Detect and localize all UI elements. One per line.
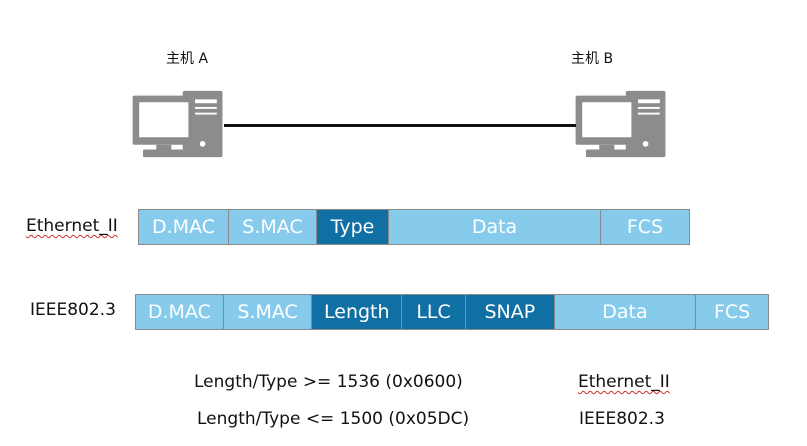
note-condition-ieee: Length/Type <= 1500 (0x05DC) [197, 409, 470, 429]
note-condition-ethernet: Length/Type >= 1536 (0x0600) [194, 372, 463, 392]
computer-b-icon [575, 90, 666, 158]
eth-field-data: Data [389, 210, 601, 244]
ieee-field-data: Data [554, 295, 697, 329]
ieee-field-smac: S.MAC [223, 295, 313, 329]
note-result-ieee: IEEE802.3 [579, 409, 665, 429]
ieee-field-llc: LLC [402, 295, 466, 329]
eth-field-type: Type [317, 210, 389, 244]
eth-field-dmac: D.MAC [139, 210, 229, 244]
ethernet-ii-frame: D.MAC S.MAC Type Data FCS [138, 209, 690, 245]
ieee-field-dmac: D.MAC [136, 295, 224, 329]
note-result-ethernet: Ethernet_II [578, 372, 670, 392]
ieee8023-frame: D.MAC S.MAC Length LLC SNAP Data FCS [135, 294, 769, 330]
ieee8023-label: IEEE802.3 [30, 300, 116, 320]
ieee-field-fcs: FCS [696, 295, 768, 329]
ieee-field-snap: SNAP [465, 295, 555, 329]
network-cable [224, 124, 576, 127]
eth-field-smac: S.MAC [229, 210, 317, 244]
host-a-label: 主机 A [166, 51, 209, 67]
computer-a-icon [132, 90, 223, 158]
ieee-field-length: Length [312, 295, 403, 329]
host-b-label: 主机 B [571, 51, 614, 67]
ethernet-ii-label: Ethernet_II [26, 216, 118, 236]
eth-field-fcs: FCS [601, 210, 689, 244]
